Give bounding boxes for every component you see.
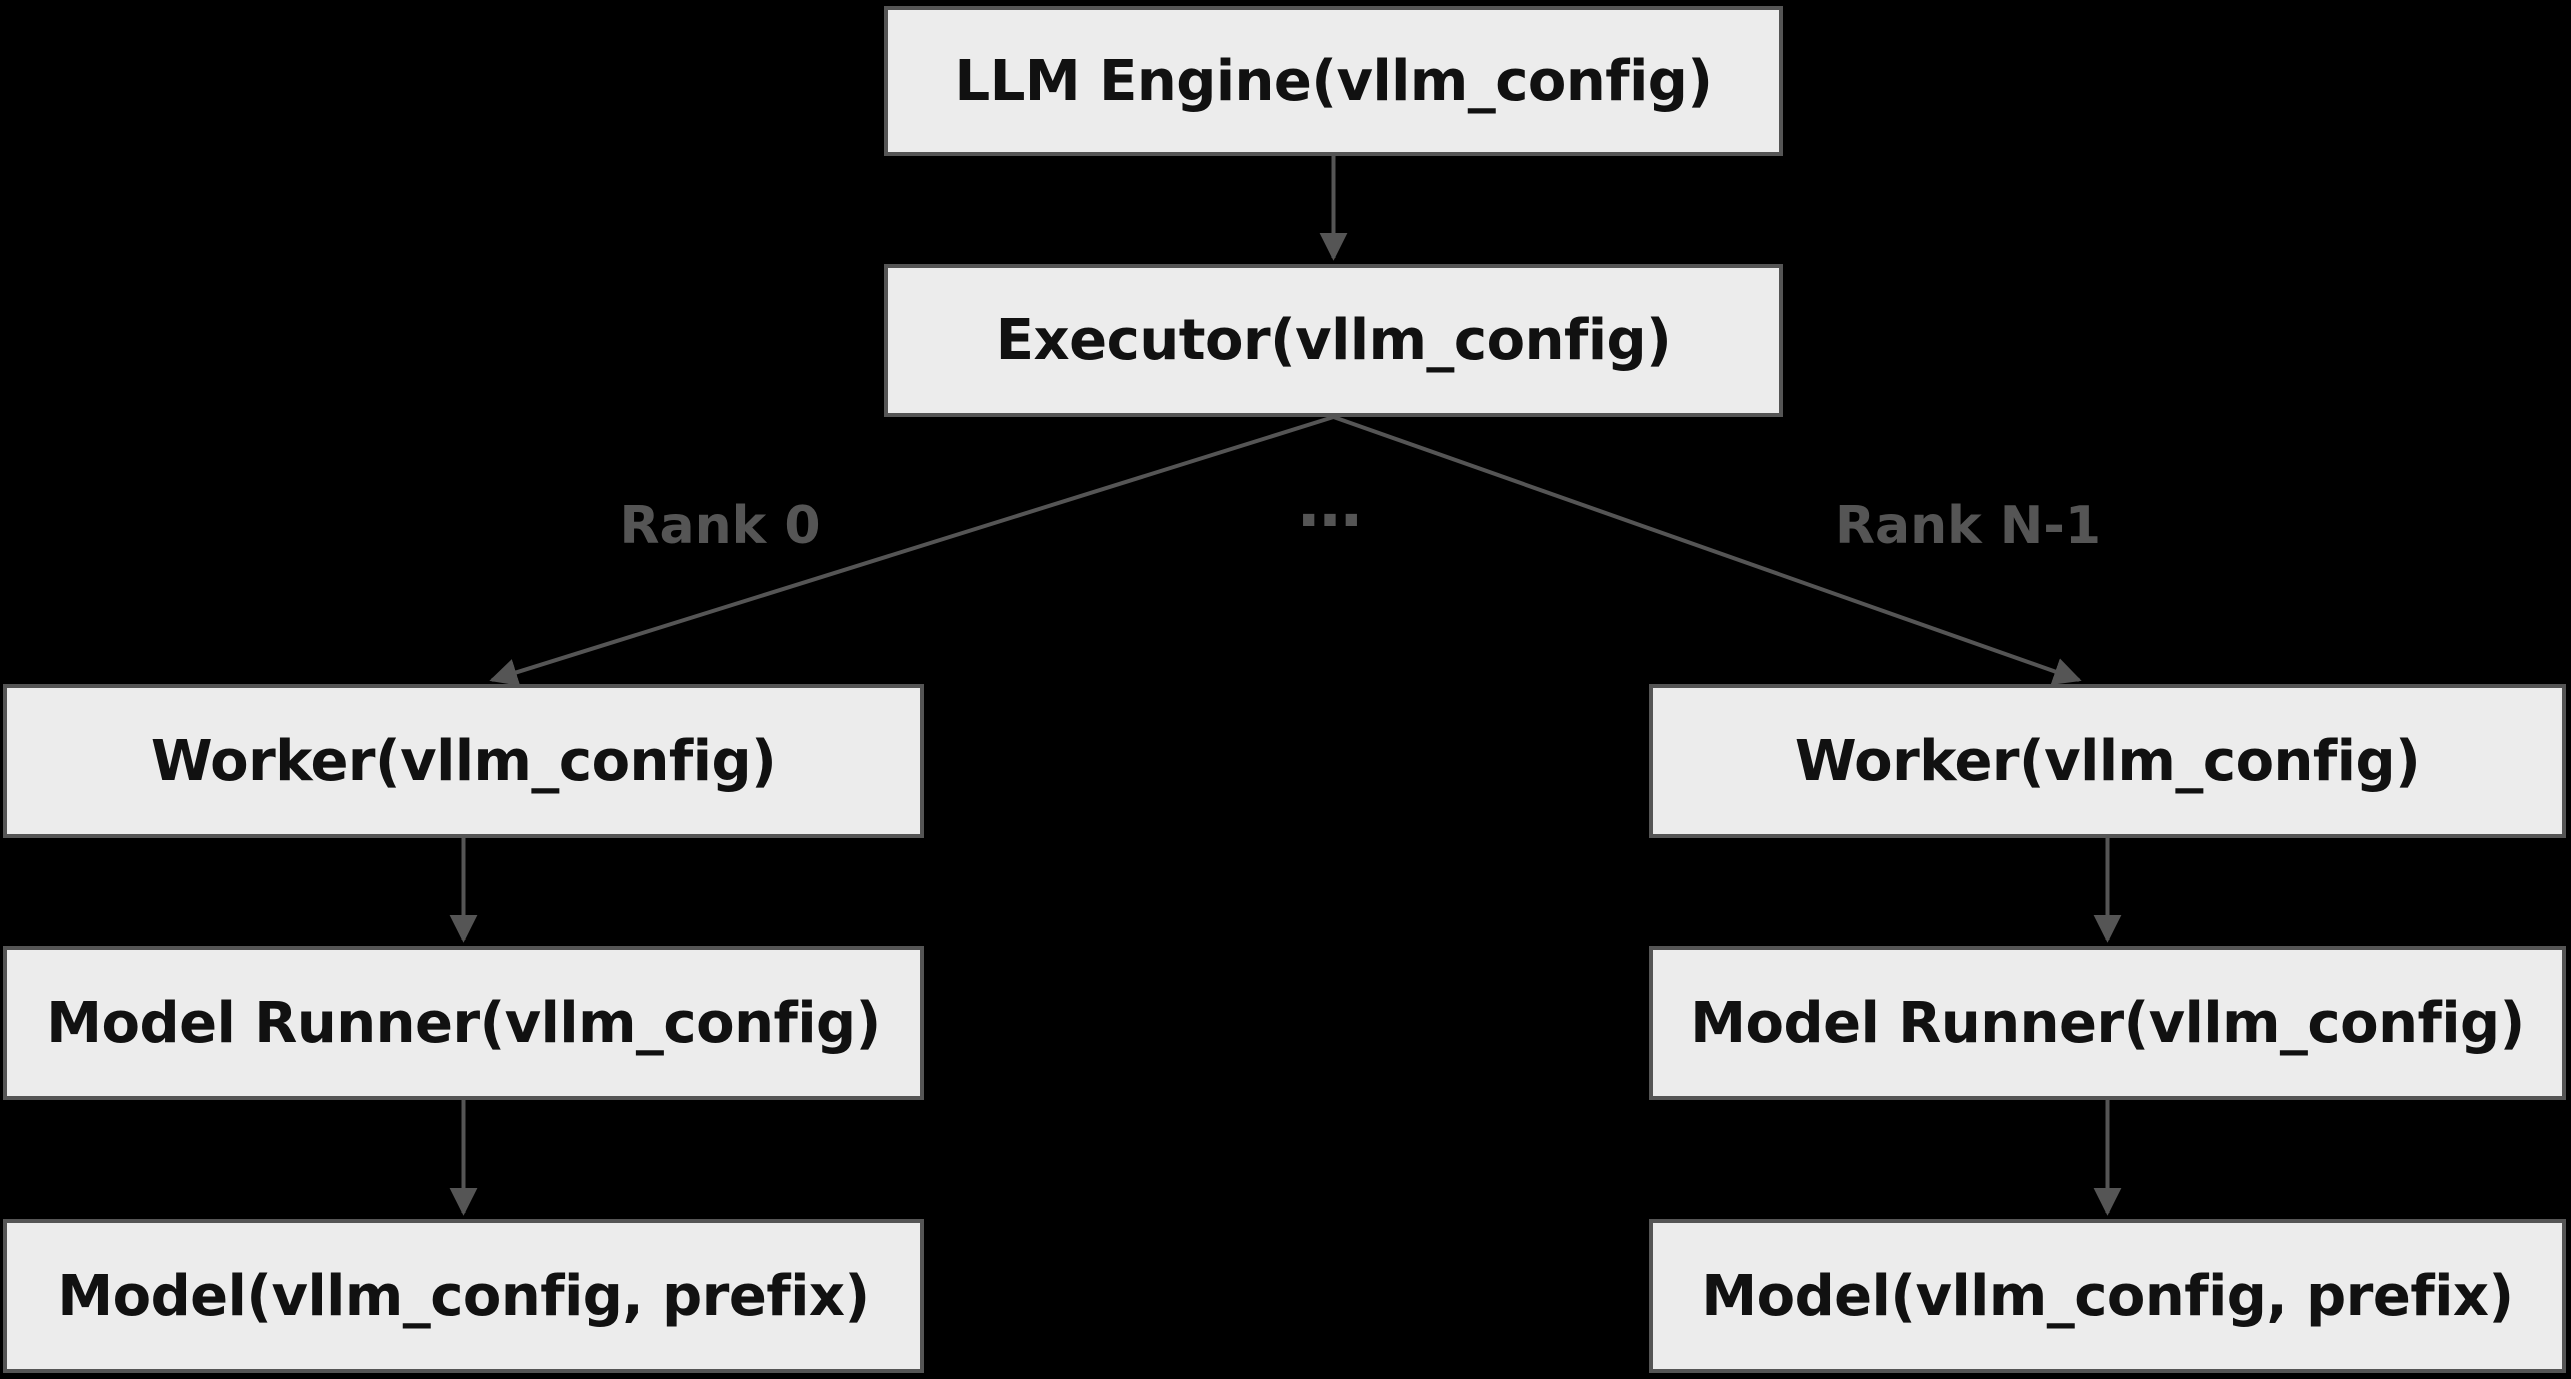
node-executor-label: Executor(vllm_config) [995, 308, 1672, 373]
edge-label-ellipsis: … [1298, 468, 1362, 542]
node-model-rank-n-1-label: Model(vllm_config, prefix) [1701, 1263, 2514, 1329]
node-model-runner-rank-n-1-label: Model Runner(vllm_config) [1690, 990, 2525, 1056]
node-model-runner-rank-0: Model Runner(vllm_config) [3, 946, 924, 1100]
node-worker-rank-n-1-label: Worker(vllm_config) [1794, 728, 2421, 794]
edge-label-rank-0: Rank 0 [619, 496, 821, 556]
edge-label-rank-n-1: Rank N-1 [1834, 496, 2102, 556]
node-model-rank-0-label: Model(vllm_config, prefix) [57, 1263, 870, 1329]
node-worker-rank-n-1: Worker(vllm_config) [1649, 684, 2566, 838]
node-llm-engine: LLM Engine(vllm_config) [884, 6, 1783, 156]
node-worker-rank-0: Worker(vllm_config) [3, 684, 924, 838]
node-model-rank-0: Model(vllm_config, prefix) [3, 1219, 924, 1373]
node-llm-engine-label: LLM Engine(vllm_config) [954, 48, 1713, 114]
node-model-rank-n-1: Model(vllm_config, prefix) [1649, 1219, 2566, 1373]
node-model-runner-rank-n-1: Model Runner(vllm_config) [1649, 946, 2566, 1100]
node-executor: Executor(vllm_config) [884, 264, 1783, 417]
node-worker-rank-0-label: Worker(vllm_config) [150, 728, 777, 794]
node-model-runner-rank-0-label: Model Runner(vllm_config) [46, 990, 881, 1056]
